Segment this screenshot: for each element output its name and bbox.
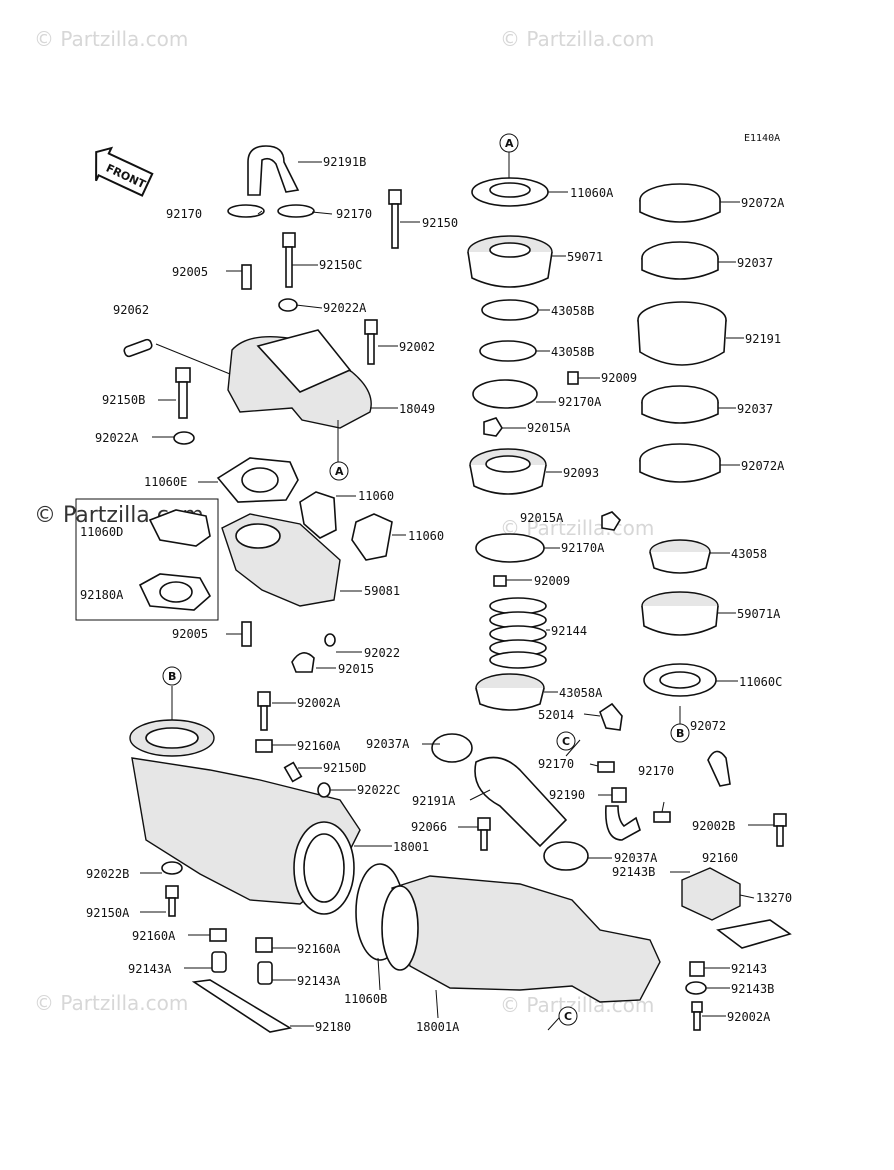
part-label: 11060E (144, 475, 187, 489)
part-label: 92037 (737, 256, 773, 270)
part-label: 92150 (422, 216, 458, 230)
part-label: 92143B (731, 982, 774, 996)
part-label: 92150B (102, 393, 145, 407)
part-label: 92093 (563, 466, 599, 480)
part-label: 92143B (612, 865, 655, 879)
reference-markers: A A B B C C (162, 133, 690, 1026)
part-label: 11060A (570, 186, 614, 200)
part-labels: 92191B 92170 92170 92150 92150C 92005 92… (80, 155, 792, 1034)
part-label: 92143A (297, 974, 341, 988)
part-label: 92066 (411, 820, 447, 834)
part-label: 18001 (393, 840, 429, 854)
part-label: 92170 (166, 207, 202, 221)
part-label: 92015A (520, 511, 564, 525)
part-label: 92022A (323, 301, 367, 315)
part-label: 92037A (366, 737, 410, 751)
part-label: 92009 (601, 371, 637, 385)
part-label: 92150C (319, 258, 362, 272)
ref-b-left: B (168, 670, 176, 683)
part-label: 13270 (756, 891, 792, 905)
part-label: 92002 (399, 340, 435, 354)
part-label: 92062 (113, 303, 149, 317)
ref-a-top: A (505, 137, 514, 150)
part-label: 92037 (737, 402, 773, 416)
part-label: 59081 (364, 584, 400, 598)
ref-c-top: C (562, 735, 570, 748)
ref-b-right: B (676, 727, 684, 740)
part-label: 92160A (297, 942, 341, 956)
part-label: 92072A (741, 459, 785, 473)
part-label: 43058A (559, 686, 603, 700)
part-label: 92005 (172, 627, 208, 641)
part-label: 92143A (128, 962, 172, 976)
part-label: 92072 (690, 719, 726, 733)
part-label: 92180A (80, 588, 124, 602)
part-label: 92190 (549, 788, 585, 802)
front-arrow-icon: FRONT (95, 146, 154, 197)
part-label: 92022 (364, 646, 400, 660)
part-label: 92144 (551, 624, 587, 638)
part-label: 92191B (323, 155, 366, 169)
part-label: 92072A (741, 196, 785, 210)
part-label: 18049 (399, 402, 435, 416)
part-label: 92015 (338, 662, 374, 676)
part-label: 43058 (731, 547, 767, 561)
part-label: 52014 (538, 708, 574, 722)
part-label: 92005 (172, 265, 208, 279)
part-label: 92150A (86, 906, 130, 920)
part-label: 92002A (727, 1010, 771, 1024)
part-label: 92170 (538, 757, 574, 771)
part-label: 92015A (527, 421, 571, 435)
watermark: © Partzilla.com (500, 27, 654, 51)
ref-a-bottom: A (335, 465, 344, 478)
diagram-code: E1140A (744, 133, 780, 144)
leader-lines (140, 152, 774, 1031)
part-label: 92170A (561, 541, 605, 555)
part-label: 92002A (297, 696, 341, 710)
lower-parts (129, 691, 792, 1033)
watermark: © Partzilla.com (34, 991, 188, 1015)
part-label: 43058B (551, 304, 594, 318)
part-label: 59071A (737, 607, 781, 621)
part-label: 92002B (692, 819, 735, 833)
watermark: © Partzilla.com (34, 27, 188, 51)
part-label: 92037A (614, 851, 658, 865)
part-label: 11060B (344, 992, 387, 1006)
part-label: 92150D (323, 761, 366, 775)
part-label: 11060 (358, 489, 394, 503)
part-label: 11060 (408, 529, 444, 543)
part-label: 92160A (132, 929, 176, 943)
part-label: 92191 (745, 332, 781, 346)
part-label: 92143 (731, 962, 767, 976)
part-label: 92170A (558, 395, 602, 409)
part-label: 92022B (86, 867, 129, 881)
part-label: 43058B (551, 345, 594, 359)
part-label: 92191A (412, 794, 456, 808)
ref-c-bottom: C (564, 1010, 572, 1023)
watermark-layer: © Partzilla.com © Partzilla.com © Partzi… (34, 27, 654, 1017)
part-label: 92170 (638, 764, 674, 778)
part-label: 92022C (357, 783, 400, 797)
center-parts (467, 177, 623, 731)
part-label: 92009 (534, 574, 570, 588)
right-parts (637, 183, 731, 787)
part-label: 11060D (80, 525, 123, 539)
part-label: 92022A (95, 431, 139, 445)
part-label: 92180 (315, 1020, 351, 1034)
part-label: 92170 (336, 207, 372, 221)
part-label: 11060C (739, 675, 782, 689)
part-label: 92160A (297, 739, 341, 753)
part-label: 18001A (416, 1020, 460, 1034)
part-label: 59071 (567, 250, 603, 264)
part-label: 92160 (702, 851, 738, 865)
upper-left-parts (75, 145, 402, 673)
